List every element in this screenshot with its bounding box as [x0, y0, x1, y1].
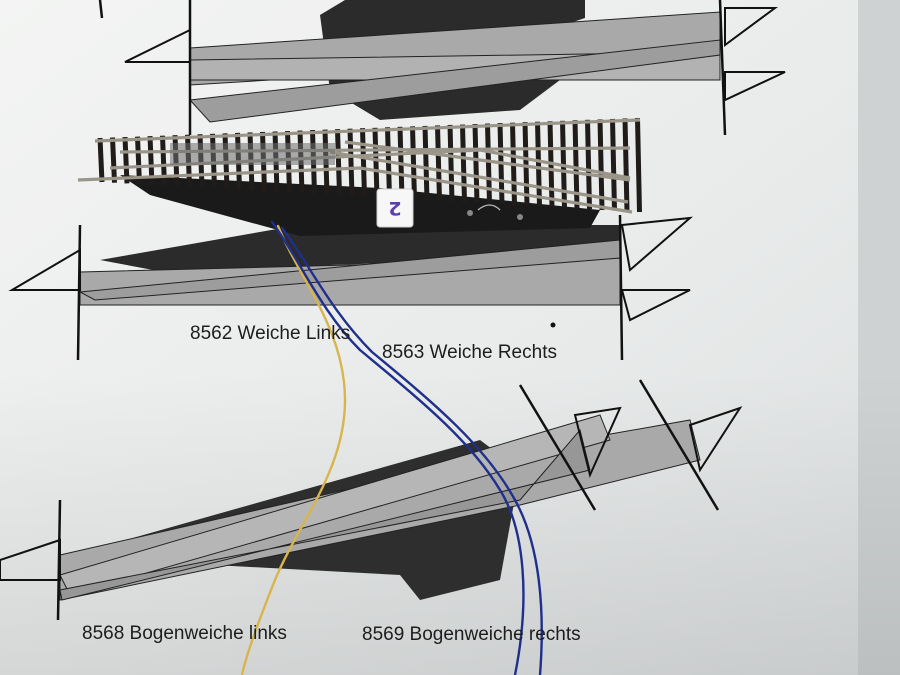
blue-wire-1 [270, 220, 525, 675]
label-bogenweiche-rechts: 8569 Bogenweiche rechts [362, 624, 581, 645]
track-sleeper [122, 136, 130, 184]
wires [240, 220, 543, 675]
track-sleeper [635, 117, 642, 213]
track-sleeper [535, 121, 542, 207]
label-weiche-links: 8562 Weiche Links [190, 323, 350, 344]
turnout-sticker [376, 188, 414, 228]
track-sleeper [360, 128, 367, 197]
track-sleeper [435, 125, 442, 201]
track-sleeper [485, 123, 492, 204]
track-sleepers [97, 117, 642, 213]
track-sleeper [335, 129, 342, 196]
track-sleeper [622, 118, 630, 212]
track-sleeper [447, 124, 455, 202]
track-sleeper [460, 124, 467, 203]
track-sleeper [110, 137, 117, 183]
top-template-drawing [98, 0, 786, 136]
middle-template-drawing [8, 214, 694, 361]
track-sleeper [97, 137, 105, 183]
label-weiche-rechts: 8563 Weiche Rechts [382, 342, 557, 363]
blue-wire-2 [280, 226, 543, 675]
yellow-wire [240, 224, 347, 675]
turnout-sticker-number: 2 [388, 197, 401, 219]
bottom-template-drawing [0, 379, 743, 621]
track-sleeper [410, 126, 417, 200]
track-sleeper [472, 123, 480, 203]
track-sleeper [160, 135, 167, 186]
track-sleeper [610, 118, 617, 211]
track-sleeper [522, 122, 530, 206]
track-sleeper [422, 125, 430, 201]
track-sleeper [572, 120, 580, 209]
model-turnout: 2 [77, 117, 642, 236]
track-sleeper [347, 128, 355, 197]
track-sleeper [372, 127, 380, 198]
label-bogenweiche-links: 8568 Bogenweiche links [82, 623, 287, 644]
track-sleeper [597, 119, 605, 210]
